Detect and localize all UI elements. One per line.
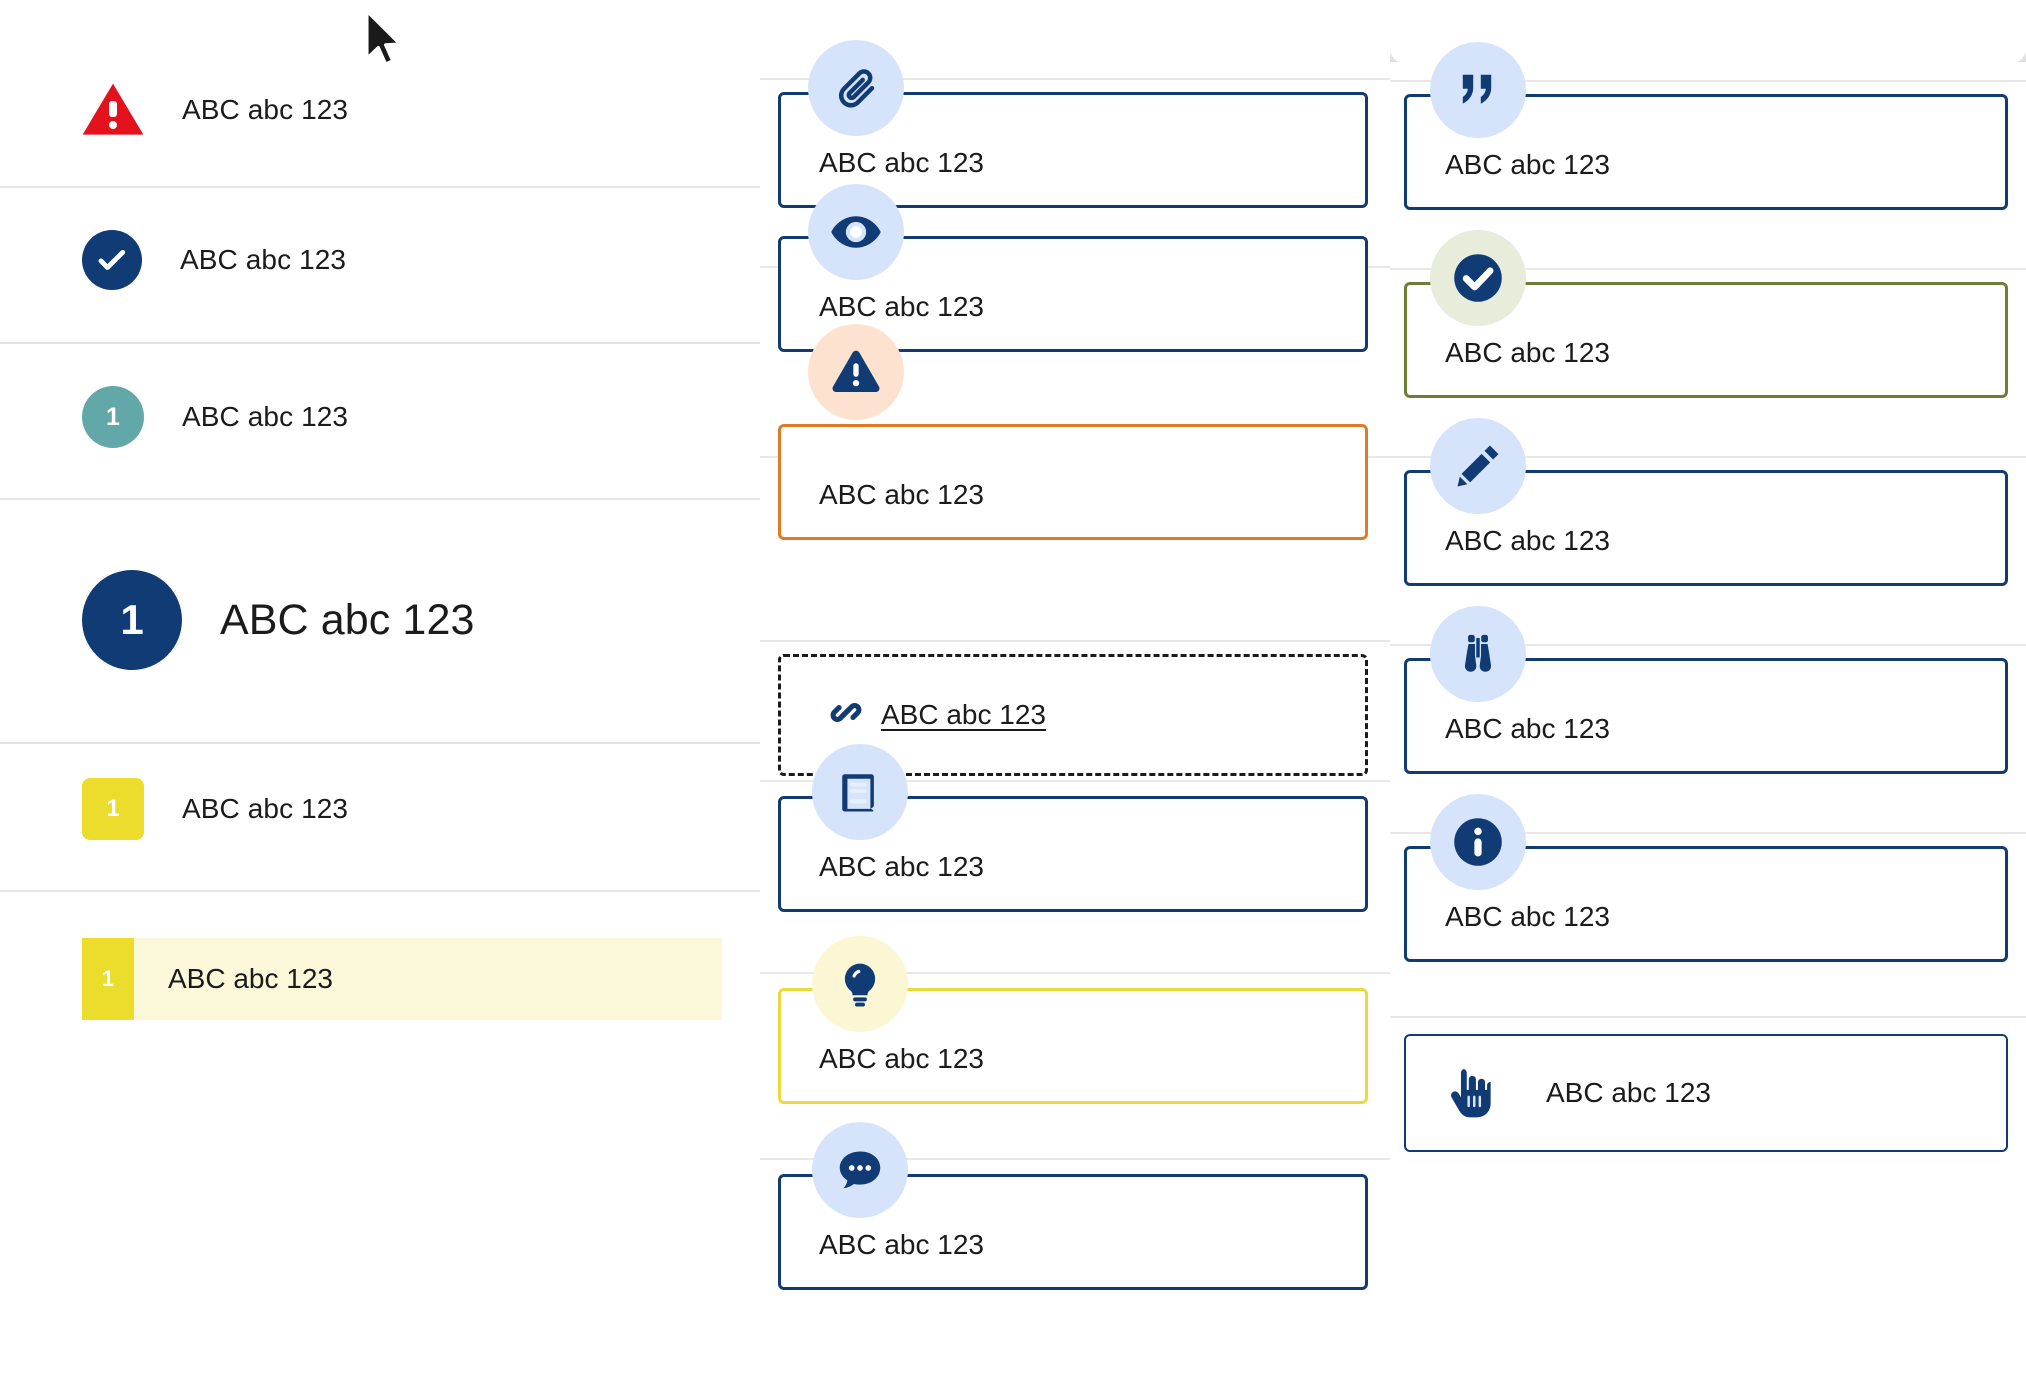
- list-item-numbered-teal[interactable]: 1 ABC abc 123: [0, 386, 760, 448]
- lightbulb-icon: [812, 936, 908, 1032]
- warning-icon: [808, 324, 904, 420]
- card-link-label[interactable]: ABC abc 123: [881, 699, 1046, 730]
- card-edit[interactable]: ABC abc 123: [1404, 470, 2008, 586]
- list-item-label: ABC abc 123: [168, 963, 333, 994]
- list-divider: [0, 342, 760, 344]
- list-divider: [0, 498, 760, 500]
- list-item-label: ABC abc 123: [180, 244, 347, 275]
- list-item-numbered-primary[interactable]: 1 ABC abc 123: [0, 570, 760, 670]
- list-item-label: ABC abc 123: [182, 793, 349, 824]
- card-label: ABC abc 123: [1445, 337, 1610, 368]
- list-divider: [0, 890, 760, 892]
- list-item-success[interactable]: ABC abc 123: [0, 230, 760, 290]
- alert-triangle-icon: [82, 82, 144, 138]
- card-label: ABC abc 123: [819, 1043, 984, 1074]
- card-divider: [760, 78, 1390, 80]
- card-divider: [1390, 80, 2026, 82]
- right-card-column: ABC abc 123 ABC abc 123 ABC abc 123: [1390, 0, 2026, 1392]
- card-divider: [1390, 268, 2026, 270]
- card-label: ABC abc 123: [819, 1229, 984, 1260]
- card-divider: [1390, 644, 2026, 646]
- card-divider: [760, 640, 1390, 642]
- card-label: ABC abc 123: [819, 479, 984, 510]
- card-label: ABC abc 123: [1445, 713, 1610, 744]
- card-quote[interactable]: ABC abc 123: [1404, 94, 2008, 210]
- card-label: ABC abc 123: [1445, 901, 1610, 932]
- card-warning[interactable]: ABC abc 123: [778, 424, 1368, 540]
- binoculars-icon: [1430, 606, 1526, 702]
- card-divider: [1390, 832, 2026, 834]
- card-divider: [760, 780, 1390, 782]
- link-chain-icon: [815, 682, 877, 749]
- card-label: ABC abc 123: [1546, 1077, 1711, 1108]
- number-badge: 1: [82, 938, 134, 1020]
- card-label: ABC abc 123: [819, 147, 984, 178]
- check-circle-icon: [82, 230, 142, 290]
- list-item-numbered-yellow[interactable]: 1 ABC abc 123: [0, 778, 760, 840]
- card-comment[interactable]: ABC abc 123: [778, 1174, 1368, 1290]
- eye-icon: [808, 184, 904, 280]
- number-badge: 1: [82, 570, 182, 670]
- list-item-alert[interactable]: ABC abc 123: [0, 82, 760, 138]
- card-label: ABC abc 123: [1445, 149, 1610, 180]
- number-badge: 1: [82, 778, 144, 840]
- list-item-highlighted[interactable]: 1 ABC abc 123: [82, 938, 722, 1020]
- list-divider: [0, 742, 760, 744]
- card-divider: [760, 1158, 1390, 1160]
- list-item-label: ABC abc 123: [220, 595, 475, 644]
- quote-icon: [1430, 42, 1526, 138]
- number-badge: 1: [82, 386, 144, 448]
- card-divider: [760, 972, 1390, 974]
- panel-edge-notch: [1390, 42, 2026, 64]
- info-icon: [1430, 794, 1526, 890]
- card-label: ABC abc 123: [819, 851, 984, 882]
- list-item-label: ABC abc 123: [182, 94, 349, 125]
- list-divider: [0, 186, 760, 188]
- pencil-icon: [1430, 418, 1526, 514]
- card-divider: [1390, 1016, 2026, 1018]
- card-label: ABC abc 123: [819, 291, 984, 322]
- left-list-column: ABC abc 123 ABC abc 123 1 ABC abc 123 1 …: [0, 0, 760, 1392]
- book-icon: [812, 744, 908, 840]
- card-divider: [1390, 456, 2026, 458]
- card-action[interactable]: ABC abc 123: [1404, 1034, 2008, 1152]
- middle-card-column: ABC abc 123 ABC abc 123 ABC abc 123: [760, 0, 1390, 1392]
- check-circle-icon: [1430, 230, 1526, 326]
- card-label: ABC abc 123: [1445, 525, 1610, 556]
- list-item-label: ABC abc 123: [182, 401, 349, 432]
- paperclip-icon: [808, 40, 904, 136]
- chat-bubble-icon: [812, 1122, 908, 1218]
- pointing-hand-icon: [1440, 1064, 1494, 1122]
